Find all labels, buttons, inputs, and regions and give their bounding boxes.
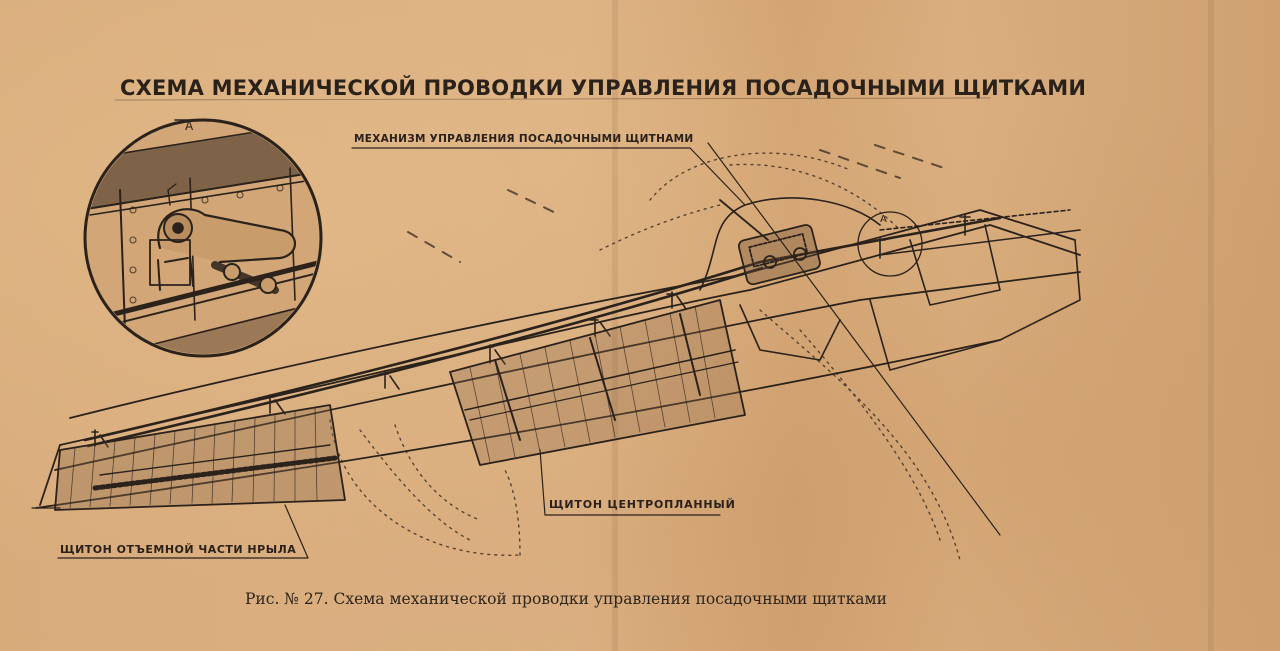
page-fold xyxy=(612,0,618,651)
label-flap-control-mechanism: МЕХАНИЗМ УПРАВЛЕНИЯ ПОСАДОЧНЫМИ ЩИТНАМИ xyxy=(354,133,694,145)
label-center-section-flap: ЩИТОН ЦЕНТРОПЛАННЫЙ xyxy=(549,498,736,511)
detail-view-circle xyxy=(83,118,323,358)
label-detachable-wing-flap: ЩИТОН ОТЪЕМНОЙ ЧАСТИ НРЫЛА xyxy=(60,543,297,556)
leader-lines xyxy=(31,142,1001,559)
center-section-flap xyxy=(449,299,746,466)
page-fold xyxy=(1208,0,1214,651)
print-streak xyxy=(114,97,991,101)
figure-caption: Рис. № 27. Схема механической проводки у… xyxy=(245,590,887,608)
dashed-guide xyxy=(407,144,951,263)
detachable-wing-flap xyxy=(54,404,346,511)
detail-callout-letter: А xyxy=(185,119,194,133)
page-title: СХЕМА МЕХАНИЧЕСКОЙ ПРОВОДКИ УПРАВЛЕНИЯ П… xyxy=(120,76,1087,100)
hinge-brackets xyxy=(91,214,971,448)
flap-control-mechanism xyxy=(719,199,821,286)
detail-callout-letter-mechanism: А xyxy=(880,214,887,225)
fuselage-section xyxy=(699,197,1081,371)
